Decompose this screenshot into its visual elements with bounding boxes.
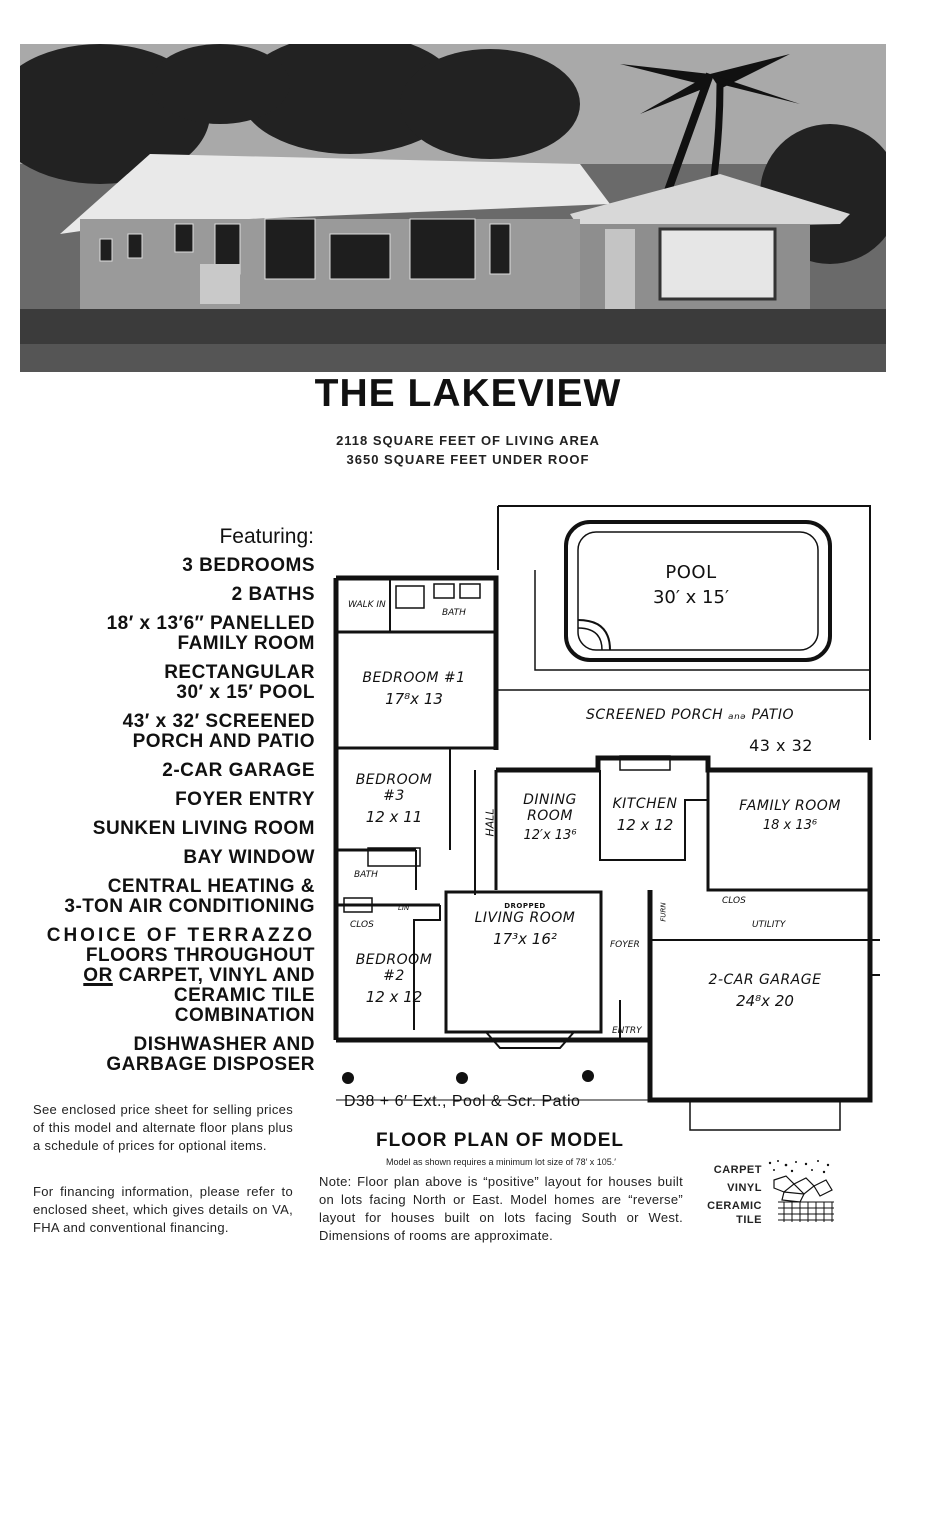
living-area-sqft: 2118 SQUARE FEET OF LIVING AREA bbox=[336, 433, 600, 448]
featuring-label: Featuring: bbox=[219, 525, 314, 548]
feature-item: BAY WINDOW bbox=[183, 847, 315, 868]
dining-room-label: DINING ROOM 12′x 13⁶ bbox=[523, 792, 577, 843]
pool-label: POOL 30′ x 15′ bbox=[652, 562, 730, 608]
bedroom-3-label: BEDROOM #3 12 x 11 bbox=[355, 772, 433, 826]
feature-item: CENTRAL HEATING &3-TON AIR CONDITIONING bbox=[64, 876, 315, 917]
foyer-label: FOYER bbox=[610, 940, 640, 950]
legend-ceramic: CERAMIC bbox=[707, 1200, 762, 1212]
house-photo bbox=[20, 44, 886, 372]
price-sheet-note: See enclosed price sheet for selling pri… bbox=[33, 1102, 293, 1153]
feature-item: 3 BEDROOMS bbox=[182, 555, 315, 576]
family-room-label: FAMILY ROOM 18 x 13⁶ bbox=[739, 798, 841, 833]
linen-label: LIN bbox=[398, 904, 410, 912]
house-illustration bbox=[20, 44, 886, 372]
family-closet-label: CLOS bbox=[722, 896, 746, 906]
lot-size-note: Model as shown requires a minimum lot si… bbox=[386, 1157, 616, 1167]
under-roof-sqft: 3650 SQUARE FEET UNDER ROOF bbox=[346, 452, 590, 467]
furnace-label: FURN bbox=[659, 902, 668, 922]
bath-1-label: BATH bbox=[442, 608, 466, 618]
screened-porch-label: SCREENED PORCH ₐₙₔ PATIO bbox=[586, 707, 794, 723]
legend-swatch bbox=[768, 1160, 834, 1222]
floor-plan: POOL 30′ x 15′ SCREENED PORCH ₐₙₔ PATIO … bbox=[330, 500, 880, 1140]
bedroom-1-label: BEDROOM #1 17⁸x 13 bbox=[362, 670, 466, 708]
bedroom-2-label: BEDROOM #2 12 x 12 bbox=[355, 952, 433, 1006]
plan-caption: D38 + 6′ Ext., Pool & Scr. Patio bbox=[344, 1093, 581, 1110]
utility-label: UTILITY bbox=[752, 920, 786, 930]
closet-label: CLOS bbox=[350, 920, 374, 930]
page-title: THE LAKEVIEW bbox=[314, 372, 622, 415]
layout-note: Note: Floor plan above is “positive” lay… bbox=[319, 1174, 683, 1243]
feature-item: SUNKEN LIVING ROOM bbox=[92, 818, 315, 839]
kitchen-label: KITCHEN 12 x 12 bbox=[612, 796, 678, 834]
floor-plan-drawing bbox=[333, 505, 880, 1131]
legend-carpet: CARPET bbox=[713, 1164, 762, 1176]
financing-note: For financing information, please refer … bbox=[33, 1184, 293, 1235]
hall-label: HALL bbox=[483, 808, 497, 837]
feature-item: 2 BATHS bbox=[231, 584, 315, 605]
feature-item: 2-CAR GARAGE bbox=[162, 760, 315, 781]
bath-2-label: BATH bbox=[354, 870, 378, 880]
living-room-label: DROPPED LIVING ROOM 17³x 16² bbox=[474, 902, 576, 948]
floor-plan-title: FLOOR PLAN OF MODEL bbox=[375, 1130, 625, 1151]
entry-label: ENTRY bbox=[612, 1026, 642, 1036]
legend-tile: TILE bbox=[736, 1214, 762, 1226]
garage-label: 2-CAR GARAGE 24⁸x 20 bbox=[708, 972, 822, 1010]
feature-item: FOYER ENTRY bbox=[175, 789, 315, 810]
legend-vinyl: VINYL bbox=[727, 1182, 762, 1194]
walk-in-closet-label: WALK IN bbox=[348, 600, 386, 610]
porch-dimension: 43 x 32 bbox=[749, 736, 813, 755]
flooring-legend: CARPET VINYL CERAMIC TILE bbox=[700, 1158, 840, 1230]
